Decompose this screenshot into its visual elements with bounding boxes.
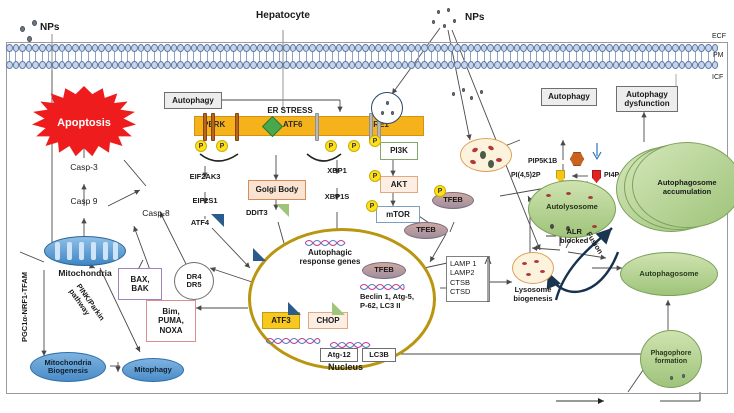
ddit3-nuclear-triangle-icon [332,302,345,315]
ddit3-label: DDIT3 [246,208,268,217]
autolysosome-vesicle: Autolysosome [528,180,616,238]
autophagosome-accumulation-stack [616,142,734,238]
autophagy-box-left: Autophagy [164,92,222,109]
casp8-label: Casp-8 [142,208,170,218]
casp3-label: Casp-3 [70,162,98,172]
phospho-pi3k: P [369,135,381,147]
nps-label-top: NPs [465,12,485,23]
phospho-ire1-1: P [325,140,337,152]
atf4-triangle-icon [211,214,224,227]
xbp1s-label: XBP1S [324,192,350,201]
golgi-body-box: Golgi Body [248,180,306,200]
akt-box: AKT [380,176,418,193]
bh3-proteins-box: Bim, PUMA, NOXA [146,300,196,342]
atg12-box: Atg-12 [320,348,358,362]
pi4p-icon [592,170,601,183]
autophagy-dysfunction-box: Autophagy dysfunction [616,86,678,112]
tfeb-nucleus-node: TFEB [362,262,406,279]
mitophagy-node: Mitophagy [122,358,184,382]
plasma-membrane [6,44,728,70]
pi45p2-label: PI(4,5)2P [511,172,541,179]
autophagosome-vesicle: Autophagosome [620,252,718,296]
mtor-box: mTOR [376,206,420,223]
autophagy-box-right: Autophagy [541,88,597,106]
phospho-mtor: P [366,200,378,212]
lc3b-box: LC3B [362,348,396,362]
phospho-tfeb: P [434,185,446,197]
phospho-ire1-2: P [348,140,360,152]
label-icf: ICF [712,74,724,81]
eif2ak3-label: EIF2AK3 [189,172,221,181]
lysosome-vesicle-upper [460,138,512,172]
ire1-dimer-arc [306,153,342,162]
lamp-upregulation-arrow [484,256,492,302]
page-title: Hepatocyte [256,10,310,21]
atf6-label: ATF6 [283,120,303,129]
pgc1a-axis-label: PGC1α-NRF1-TFAM [20,272,29,343]
mitochondria-biogenesis-node: Mitochondria Biogenesis [30,352,106,382]
nuclear-triangle-icon-2 [288,302,301,315]
nucleus-boundary [248,228,436,370]
lysosome-biogenesis-label: Lysosome biogenesis [513,285,553,303]
dna-wave-autophagic [305,238,353,248]
mitochondrion-icon [44,236,126,266]
endosome-vesicle [371,92,403,124]
cell-boundary [6,42,728,394]
ddit3-triangle-icon [276,204,289,217]
casp9-label: Casp 9 [70,196,98,206]
mitochondria-label: Mitochondria [58,268,112,278]
nps-label-left: NPs [40,22,60,33]
pi4p-label: PI4P [604,172,620,179]
label-pm: PM [713,52,724,59]
atf4-nuclear-triangle-icon [253,248,266,261]
pip5k1b-icon [570,152,584,166]
autophagy-target-genes-label: Beclin 1, Atg-5, P-62, LC3 II [360,292,414,310]
autophagosome-accumulation-label: Autophagosome accumulation [657,178,717,196]
alr-blocked-label: ALR blocked [560,227,589,245]
bax-bak-box: BAX, BAK [118,268,162,300]
dna-wave-nucleus-right [330,340,374,350]
death-receptor-node: DR4 DR5 [174,262,214,300]
apoptosis-label: Apoptosis [57,117,111,129]
eif2s1-label: EIF2S1 [192,196,218,205]
pip5k1b-label: PIP5K1B [528,158,558,165]
perk-dimer-arc [199,153,239,162]
pi3k-box: PI3K [380,142,418,160]
er-membrane-band: PERK ATF6 IRE1 [194,113,424,141]
er-stress-label: ER STRESS [267,106,313,115]
tfeb-free-node: TFEB [404,222,448,239]
phospho-perk-1: P [195,140,207,152]
autophagic-response-genes-label: Autophagic response genes [299,248,361,267]
atf4-label: ATF4 [190,218,210,227]
lysosome-biogenesis-vesicle [512,252,554,284]
lysosomal-markers-box: LAMP 1 LAMP2 CTSB CTSD [446,256,490,302]
xbp1-label: XBP1 [327,166,347,175]
atf3-box: ATF3 [262,312,300,329]
nucleus-label: Nucleus [328,362,364,372]
legend: Activation Inhibition [6,394,728,412]
phospho-akt: P [369,170,381,182]
phospho-perk-2: P [216,140,228,152]
label-ecf: ECF [712,33,726,40]
phagophore-vesicle: Phagophore formation [640,330,702,388]
dna-wave-nucleus-left [266,336,324,346]
dna-wave-tfeb-targets [360,282,412,292]
chop-box: CHOP [308,312,348,329]
